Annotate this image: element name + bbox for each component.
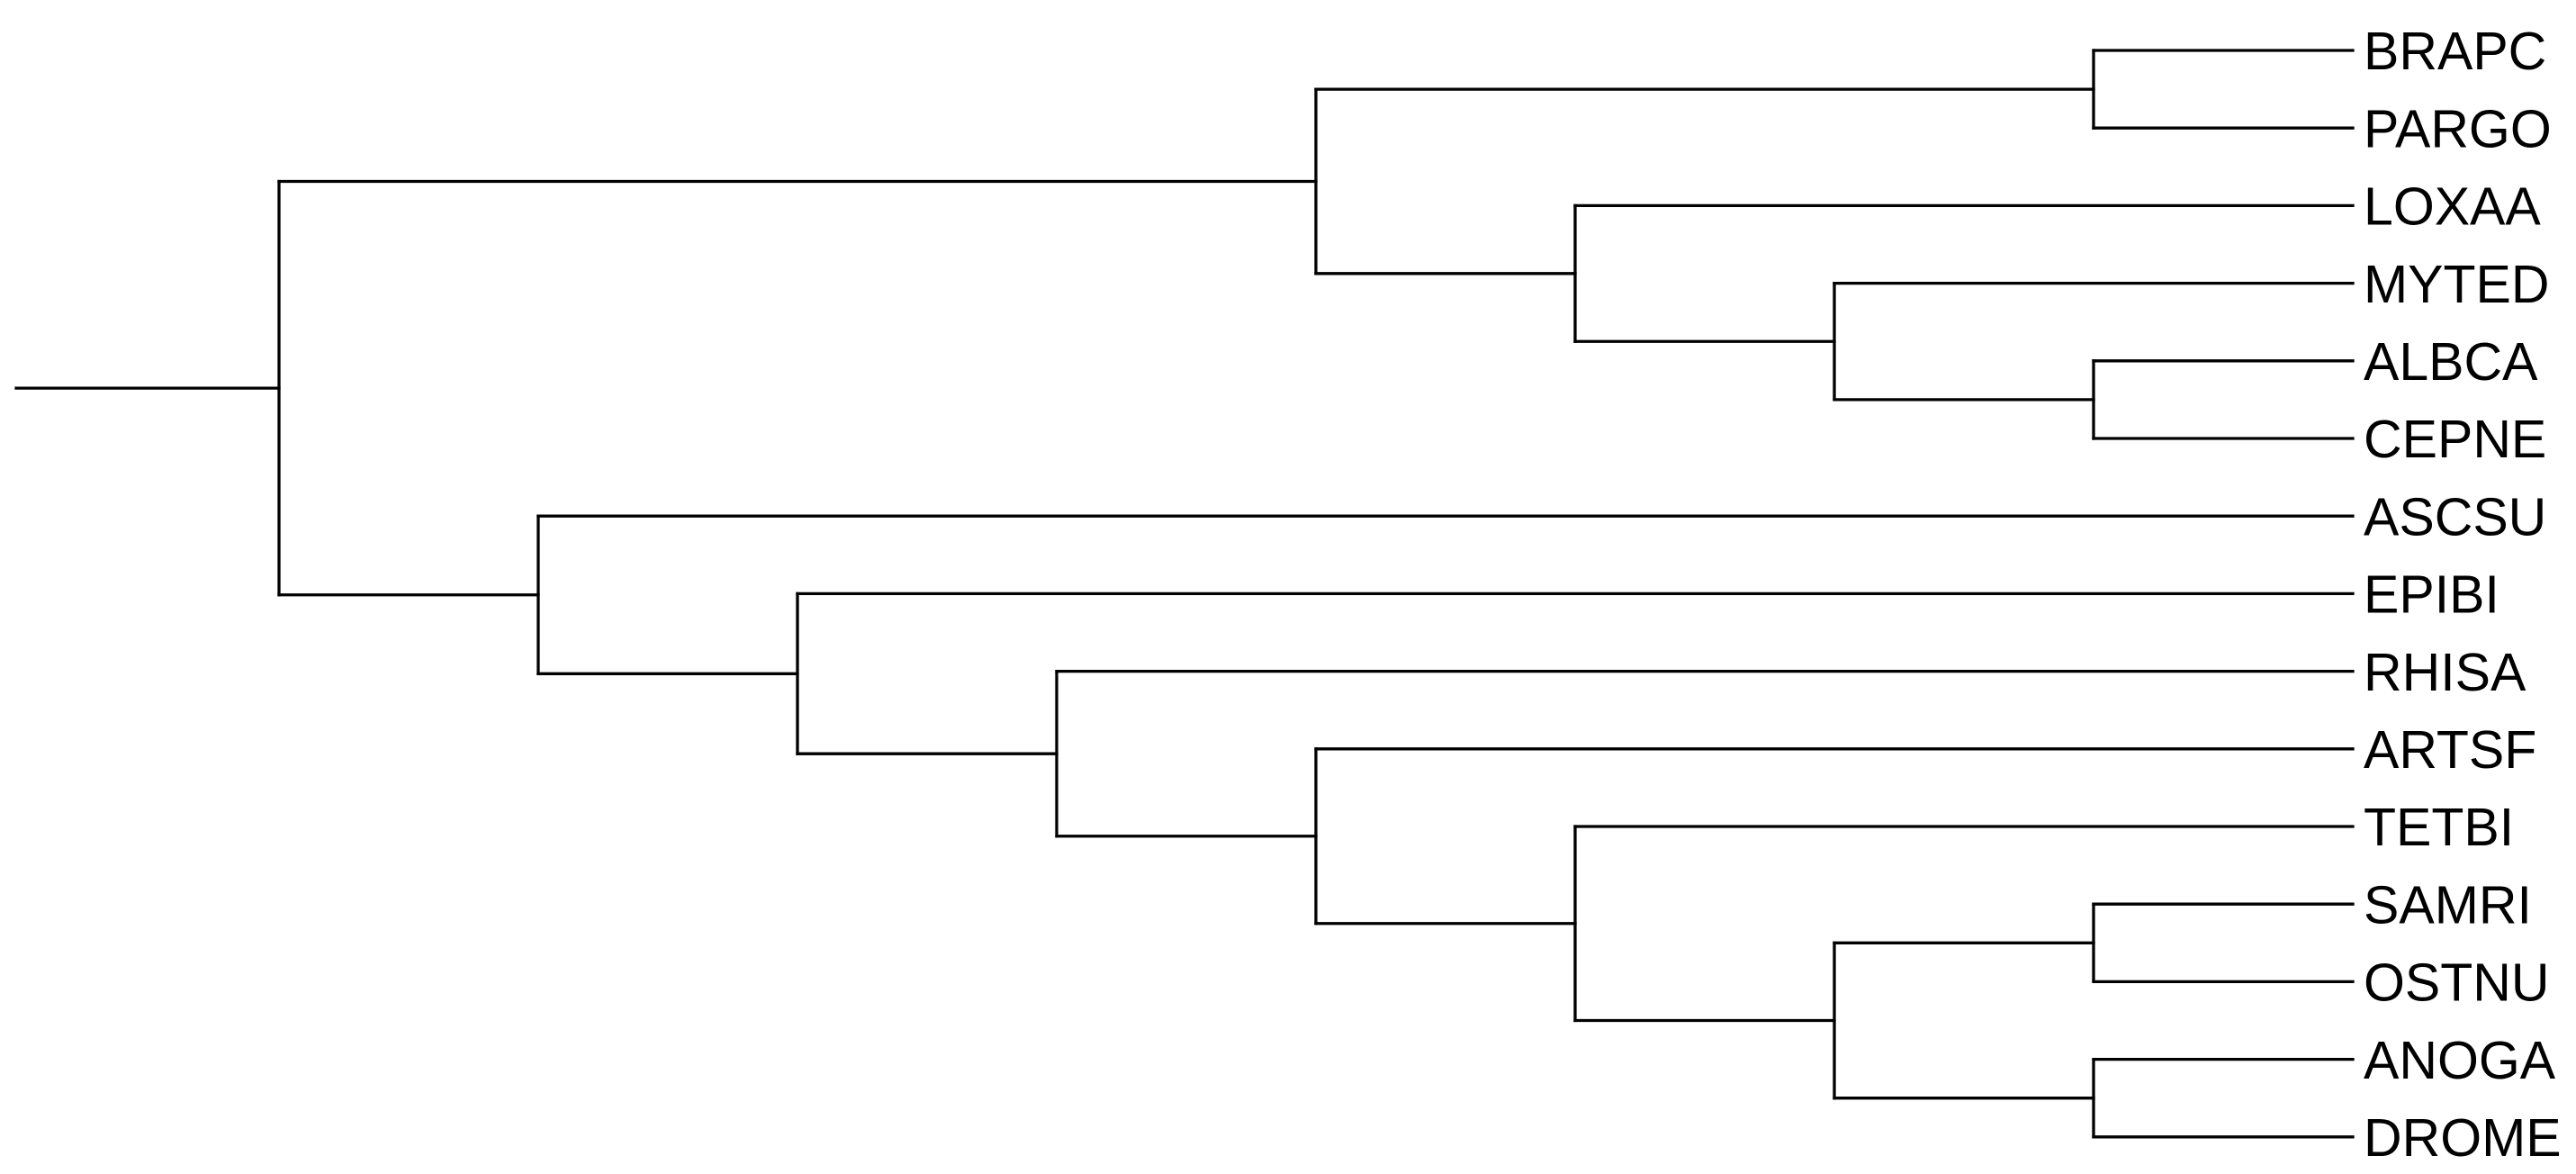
- taxon-label-anoga: ANOGA: [2364, 1031, 2556, 1090]
- taxon-label-tetbi: TETBI: [2364, 798, 2514, 857]
- taxon-label-drome: DROME: [2364, 1108, 2562, 1168]
- taxon-label-myted: MYTED: [2364, 255, 2550, 314]
- taxon-label-ostnu: OSTNU: [2364, 953, 2550, 1013]
- taxon-label-brapc: BRAPC: [2364, 22, 2546, 81]
- taxon-label-rhisa: RHISA: [2364, 643, 2526, 702]
- taxon-label-loxaa: LOXAA: [2364, 177, 2541, 237]
- taxon-label-ascsu: ASCSU: [2364, 487, 2546, 546]
- taxon-label-albca: ALBCA: [2364, 332, 2538, 392]
- taxon-label-pargo: PARGO: [2364, 99, 2552, 158]
- taxon-label-artsf: ARTSF: [2364, 720, 2536, 780]
- taxon-label-samri: SAMRI: [2364, 875, 2532, 935]
- taxon-label-cepne: CEPNE: [2364, 410, 2546, 469]
- taxon-label-epibi: EPIBI: [2364, 565, 2499, 625]
